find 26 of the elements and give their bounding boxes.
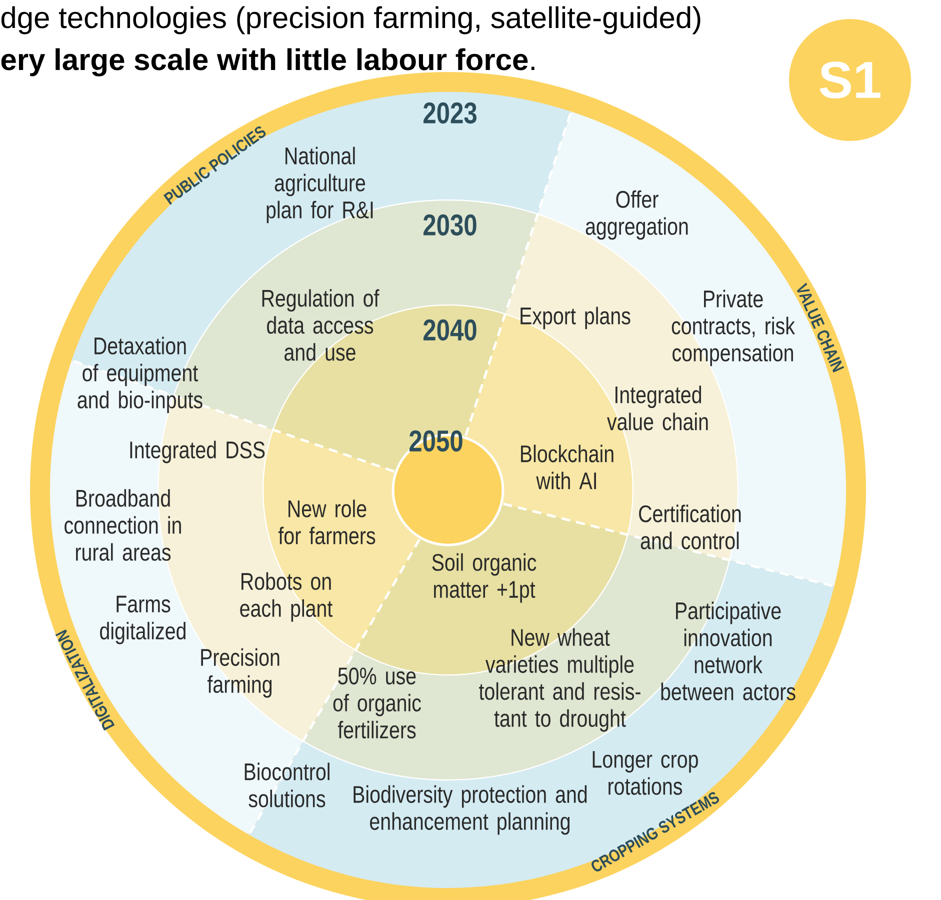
measure-text: Biodiversity protection and enhancement planning — [354, 785, 587, 835]
badge: S1 — [789, 19, 912, 141]
year-label: 2030 — [424, 214, 476, 236]
measure-text: Robots on each plant — [240, 572, 332, 622]
measure-text: Offer aggregation — [586, 190, 688, 240]
measure-text: Integrated DSS — [130, 440, 265, 464]
measure-text: Export plans — [520, 306, 630, 330]
measure-text: New wheat varieties multiple tolerant and resis- tant to drought — [479, 628, 640, 732]
measure-text: Blockchain with AI — [521, 444, 614, 490]
measure-text: Private contracts, risk compensation — [672, 290, 795, 366]
measure-text: National agriculture plan for R&I — [266, 146, 373, 224]
measure-text: Integrated value chain — [607, 386, 708, 430]
measure-text: Broadband connection in rural areas — [64, 489, 181, 561]
measure-text: Regulation of data access and use — [262, 289, 380, 361]
measure-text: Precision farming — [201, 648, 280, 698]
measure-text: 50% use of organic fertilizers — [333, 668, 421, 738]
year-label: 2040 — [424, 319, 476, 341]
measure-text: Detaxation of equipment and bio-inputs — [78, 336, 202, 414]
heading-text: ery large scale with little labour force. — [1, 48, 534, 76]
measure-text: Soil organic matter +1pt — [432, 553, 536, 603]
measure-text: New role for farmers — [278, 500, 376, 544]
sector-title: VALUE CHAIN — [796, 282, 844, 373]
year-label: 2023 — [424, 102, 476, 124]
measure-text: Biocontrol solutions — [244, 762, 330, 808]
heading-text: dge technologies (precision farming, satellite-guided) — [1, 6, 700, 34]
measure-text: Certification and control — [639, 504, 741, 550]
